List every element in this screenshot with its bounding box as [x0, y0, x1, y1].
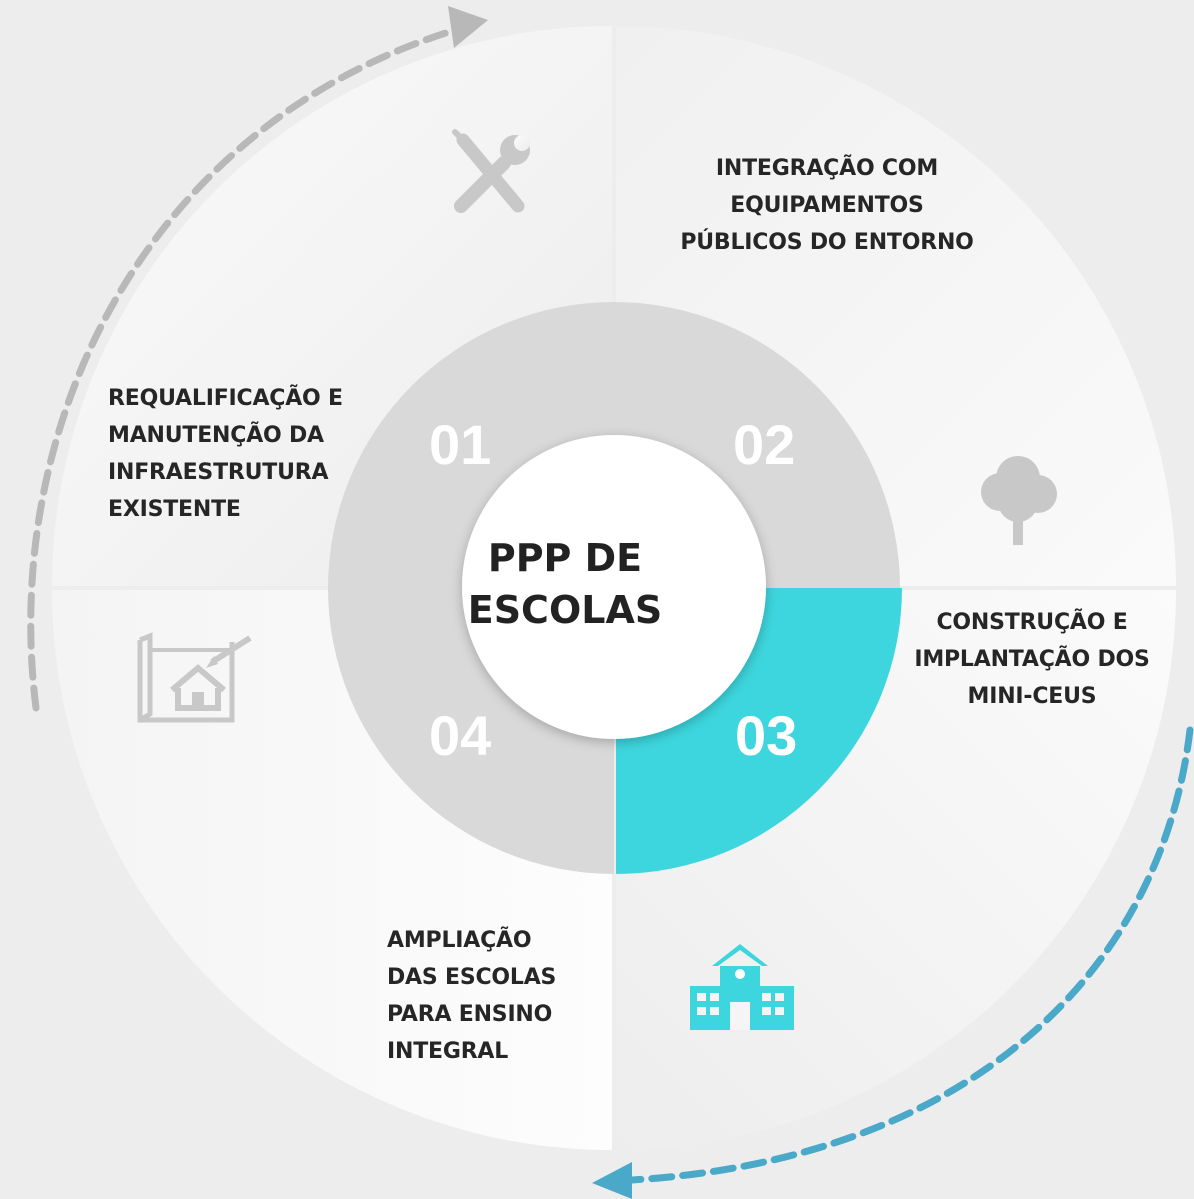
- step-number-02: 02: [733, 413, 796, 476]
- step-label-02-line: INTEGRAÇÃO COM: [715, 156, 939, 181]
- arrow-blue-head: [592, 1162, 632, 1199]
- arrow-blue: [592, 726, 1194, 1199]
- step-label-03: CONSTRUÇÃO E IMPLANTAÇÃO DOS MINI-CEUS: [902, 604, 1162, 715]
- step-label-03-line: IMPLANTAÇÃO DOS: [914, 647, 1150, 672]
- arrow-gray-head: [448, 6, 488, 48]
- step-label-04: AMPLIAÇÃO DAS ESCOLAS PARA ENSINO INTEGR…: [387, 922, 556, 1070]
- school-icon: [690, 944, 794, 1030]
- center-circle: [462, 435, 766, 739]
- step-label-01-line: MANUTENÇÃO DA: [108, 423, 324, 448]
- step-label-04-line: INTEGRAL: [387, 1039, 509, 1064]
- step-label-03-line: CONSTRUÇÃO E: [936, 610, 1128, 635]
- arrow-gray: [27, 6, 488, 712]
- tools-icon: [452, 129, 530, 213]
- step-label-02-line: PÚBLICOS DO ENTORNO: [680, 230, 974, 255]
- step-label-01-line: EXISTENTE: [108, 497, 241, 522]
- step-label-02: INTEGRAÇÃO COM EQUIPAMENTOS PÚBLICOS DO …: [654, 150, 1000, 261]
- step-label-04-line: DAS ESCOLAS: [387, 965, 557, 990]
- center-title-line1: PPP DE: [487, 536, 643, 580]
- blueprint-house-icon: [137, 632, 252, 723]
- step-label-02-line: EQUIPAMENTOS: [730, 193, 924, 218]
- tree-icon: [981, 456, 1057, 545]
- step-label-04-line: PARA ENSINO: [387, 1002, 553, 1027]
- step-number-01: 01: [429, 413, 492, 476]
- step-label-04-line: AMPLIAÇÃO: [387, 928, 532, 953]
- step-label-01-line: INFRAESTRUTURA: [108, 460, 329, 485]
- center-title: PPP DE ESCOLAS: [462, 532, 668, 636]
- step-label-03-line: MINI-CEUS: [967, 684, 1097, 709]
- step-number-03: 03: [735, 704, 798, 767]
- step-number-04: 04: [429, 704, 492, 767]
- step-label-01-line: REQUALIFICAÇÃO E: [108, 386, 343, 411]
- step-label-01: REQUALIFICAÇÃO E MANUTENÇÃO DA INFRAESTR…: [108, 380, 343, 528]
- center-title-line2: ESCOLAS: [467, 588, 663, 632]
